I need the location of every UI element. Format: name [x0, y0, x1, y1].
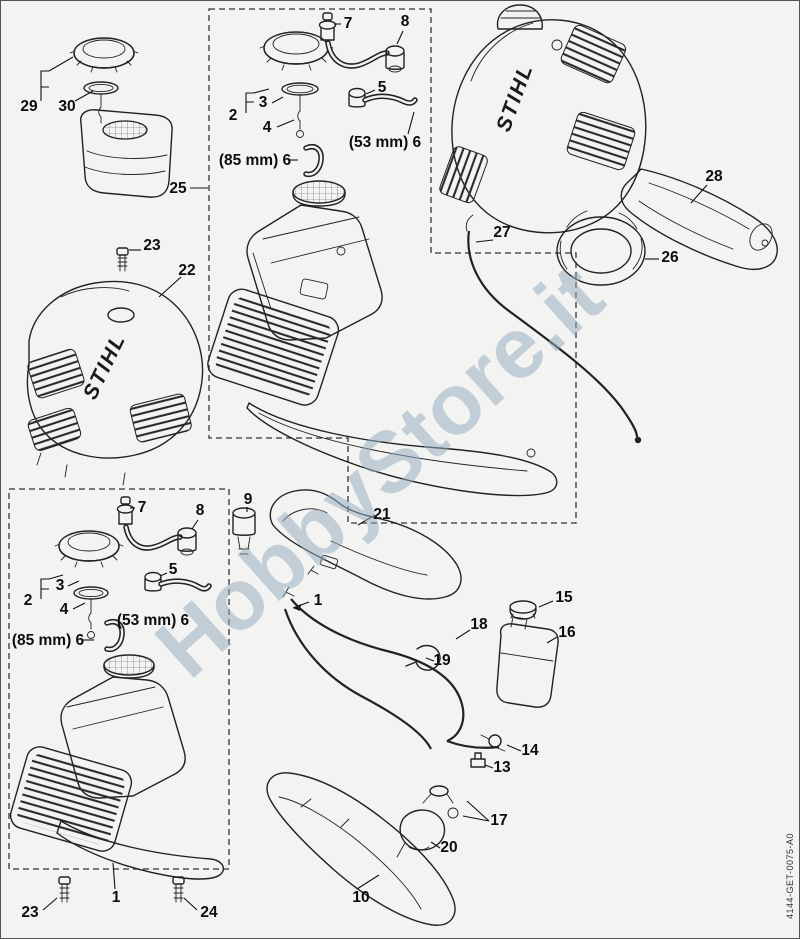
tank-kit-lower-left — [9, 496, 225, 890]
connector-5-upper — [348, 87, 376, 108]
callout-20: 20 — [440, 839, 457, 856]
callout-14: 14 — [521, 742, 539, 759]
callout-16: 16 — [558, 624, 576, 641]
part-21-handle-upper — [269, 489, 462, 600]
callout-23: 23 — [21, 904, 39, 921]
part-20-trigger — [396, 809, 446, 858]
callout-7: 7 — [138, 499, 147, 516]
callout--85-mm-6: (85 mm) 6 — [219, 152, 292, 169]
callout-17: 17 — [490, 812, 507, 829]
leader-53mm-upper — [407, 111, 415, 135]
part-13-connector — [470, 752, 494, 769]
part-15-cap — [509, 600, 554, 620]
connector-7-upper — [318, 12, 341, 41]
tank-housing-upper — [207, 180, 558, 497]
stihl-logo-left-cover: STIHL — [79, 330, 131, 404]
callout-8: 8 — [196, 502, 205, 519]
callout-25: 25 — [169, 180, 187, 197]
callout-9: 9 — [244, 491, 253, 508]
callout-8: 8 — [401, 13, 410, 30]
callout--85-mm-6: (85 mm) 6 — [12, 632, 85, 649]
kit-box-lower-left — [8, 488, 230, 870]
callout-13: 13 — [493, 759, 511, 776]
callout-22: 22 — [178, 262, 195, 279]
screw-23-upper — [116, 247, 141, 272]
callout-19: 19 — [433, 652, 451, 669]
callout-4: 4 — [263, 119, 272, 136]
tank-cap-upper-kit — [245, 31, 334, 138]
screw-23-lower — [42, 876, 71, 911]
connector-8-upper — [385, 30, 405, 73]
kit-box-25 — [208, 8, 577, 524]
part-16-tank — [496, 616, 559, 708]
document-code: 4144-GET-0075-A0 — [785, 833, 795, 919]
engine-cover-left: STIHL — [26, 276, 204, 486]
callout-5: 5 — [169, 561, 178, 578]
handle-and-fuel-system — [232, 489, 559, 926]
callout-3: 3 — [259, 94, 268, 111]
screw-24 — [172, 876, 198, 911]
callout-4: 4 — [60, 601, 69, 618]
callout-30: 30 — [58, 98, 75, 115]
callout-15: 15 — [555, 589, 573, 606]
callout-18: 18 — [470, 616, 488, 633]
cap-assembly-29-30 — [40, 37, 173, 198]
hose-7-to-8-upper-core — [326, 41, 389, 68]
callout-26: 26 — [661, 249, 679, 266]
callout-2: 2 — [24, 592, 33, 609]
part-14-grommet — [480, 734, 522, 752]
part-9-connector — [232, 507, 256, 555]
callout-28: 28 — [705, 168, 723, 185]
callout-21: 21 — [373, 506, 391, 523]
callout-24: 24 — [200, 904, 218, 921]
callout-27: 27 — [493, 224, 510, 241]
callout-1: 1 — [112, 889, 121, 906]
callout-1: 1 — [314, 592, 323, 609]
callout-29: 29 — [20, 98, 38, 115]
part-17-group — [422, 785, 490, 822]
stihl-logo-right-cover: STIHL — [492, 60, 538, 134]
watermark-text: HobbyStore.it — [138, 247, 621, 696]
callout--53-mm-6: (53 mm) 6 — [117, 612, 190, 629]
callout-10: 10 — [352, 889, 369, 906]
callout-7: 7 — [344, 15, 353, 32]
part-10-handle-lower — [266, 772, 456, 926]
callout-2: 2 — [229, 107, 238, 124]
callout-5: 5 — [378, 79, 387, 96]
hose-53mm-upper-core — [363, 95, 417, 105]
callout-3: 3 — [56, 577, 65, 594]
hose-85mm-upper-core — [304, 145, 323, 176]
callout--53-mm-6: (53 mm) 6 — [349, 134, 422, 151]
callout-23: 23 — [143, 237, 161, 254]
